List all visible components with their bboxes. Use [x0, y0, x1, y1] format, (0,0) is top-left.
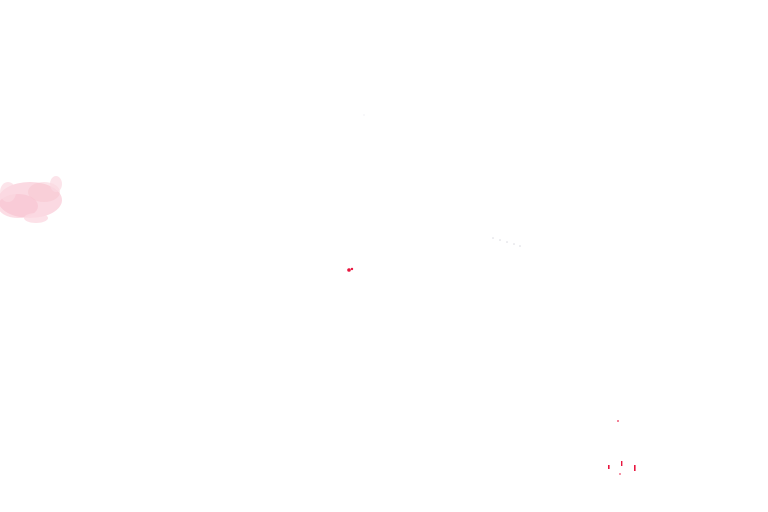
faint-dotted-trace [363, 114, 521, 247]
speck-lower-2 [608, 465, 610, 469]
trace-dot-6 [363, 114, 365, 116]
speck-lower-3 [621, 461, 623, 466]
smudge-blob-4 [0, 182, 16, 202]
speck-lower-1 [617, 420, 619, 422]
speck-lower-5 [619, 473, 621, 475]
trace-dot-1 [492, 237, 494, 239]
speck-center-2 [350, 267, 354, 271]
pink-smudge [0, 176, 62, 223]
trace-dot-4 [513, 243, 515, 245]
trace-dot-3 [506, 241, 508, 243]
speck-center [347, 268, 351, 272]
smudge-blob-6 [24, 213, 48, 223]
smudge-blob-5 [50, 176, 62, 192]
trace-dot-2 [499, 239, 501, 241]
red-specks [347, 267, 636, 475]
trace-dot-5 [519, 245, 521, 247]
speck-lower-4 [634, 465, 636, 471]
